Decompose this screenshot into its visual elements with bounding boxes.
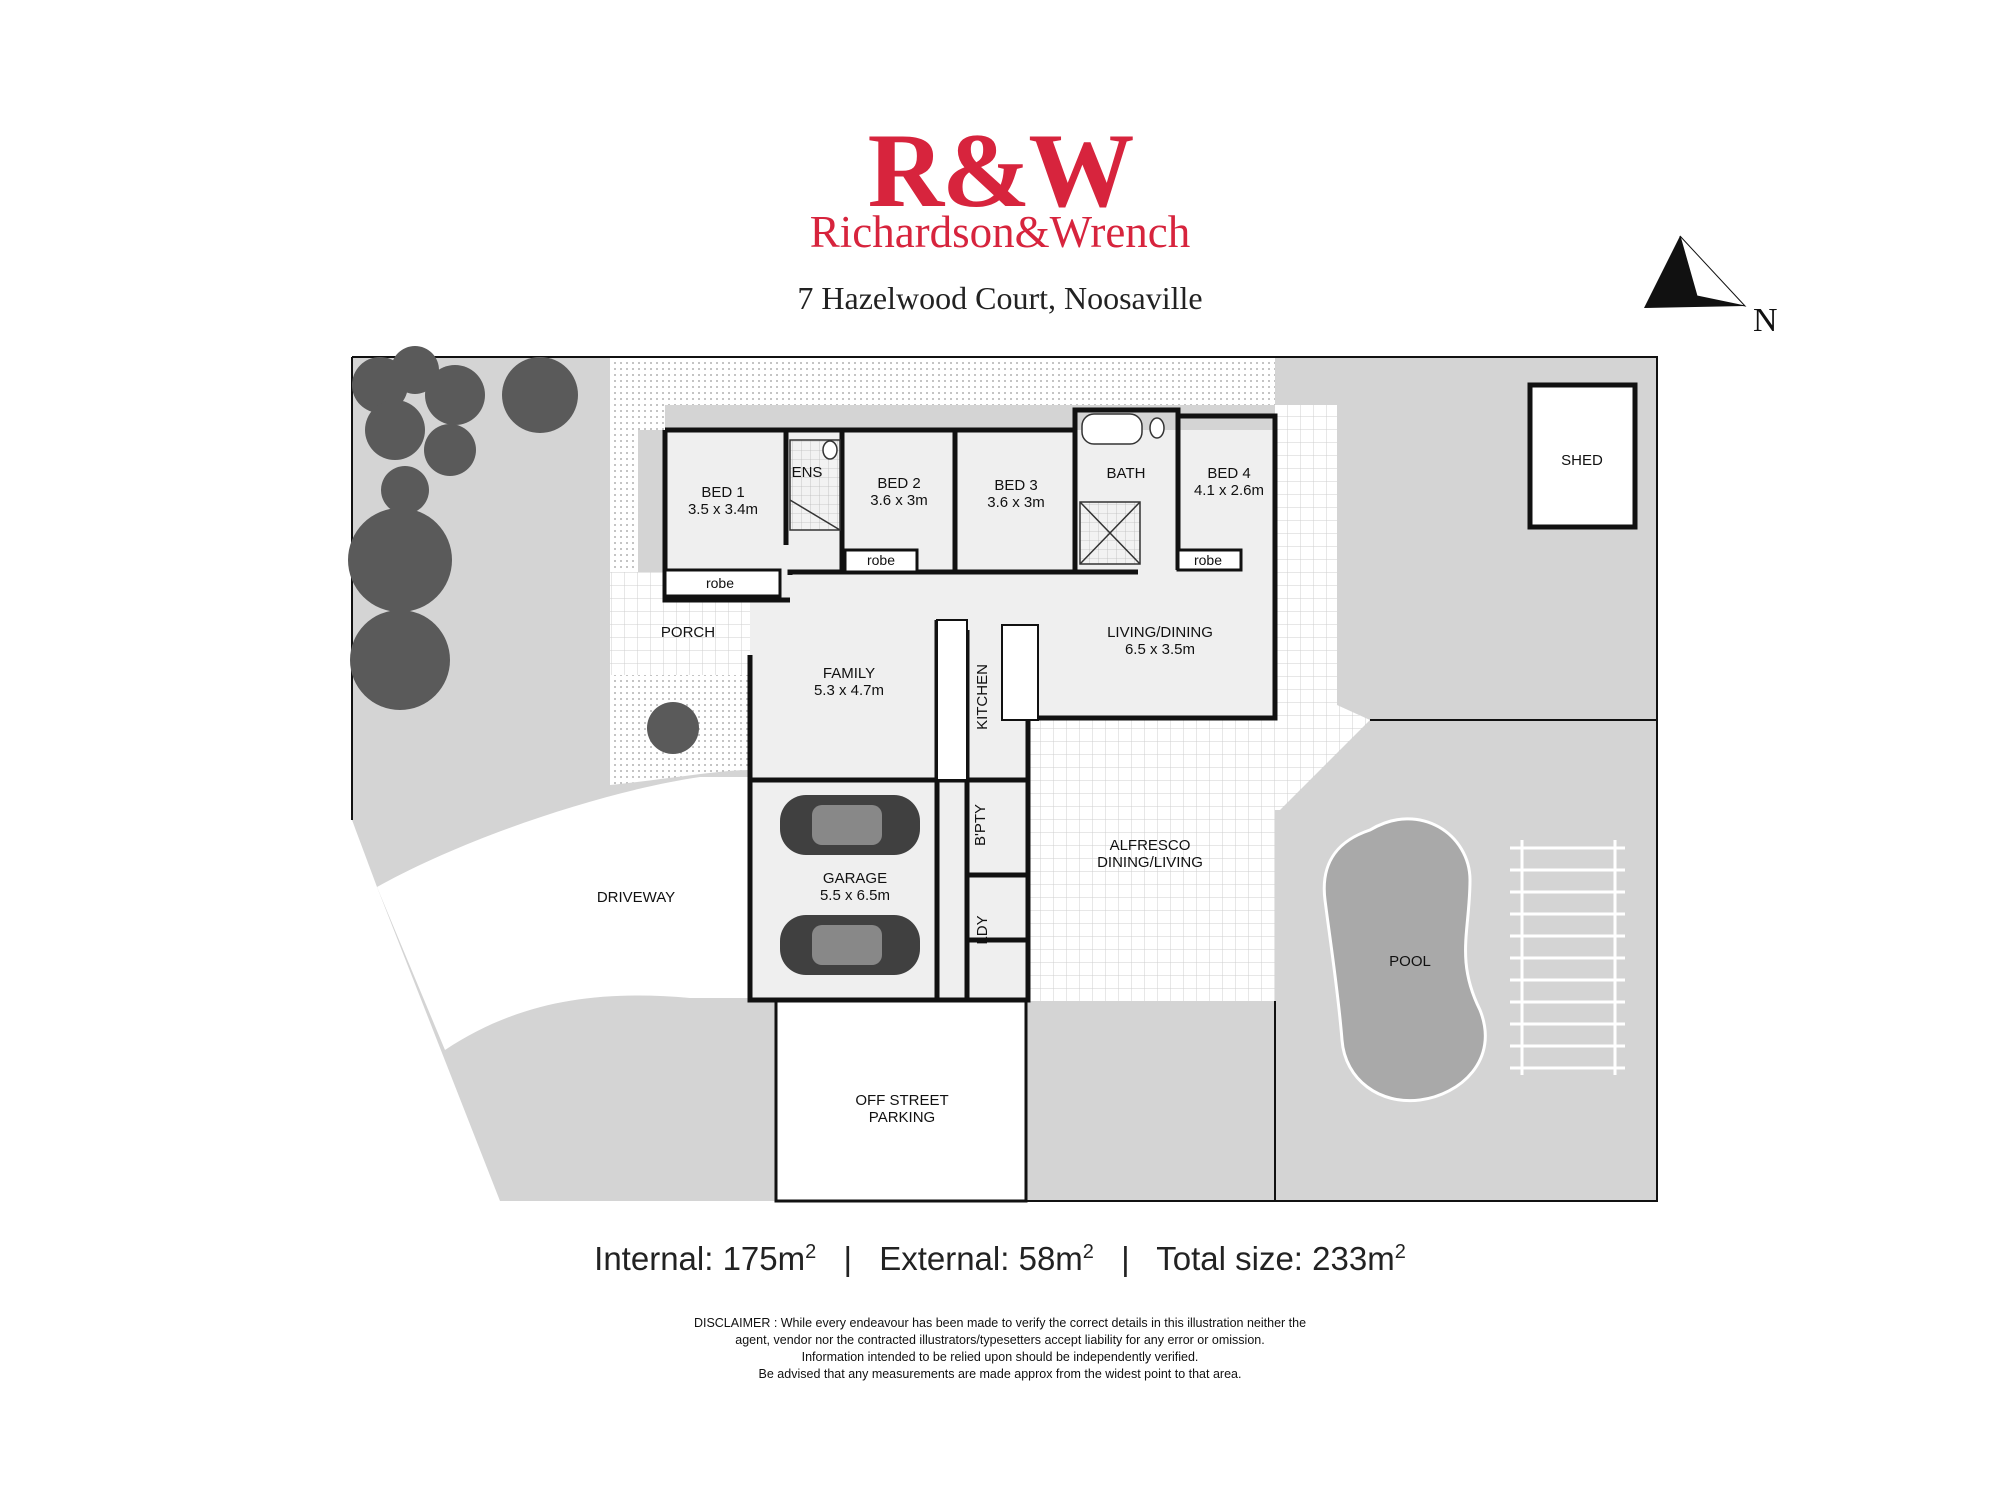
yard-boundaries xyxy=(351,356,1658,1202)
garden-path xyxy=(610,357,665,572)
pool-shape xyxy=(1322,817,1487,1103)
bathroom-fixtures xyxy=(789,413,1165,565)
disclaimer-line: DISCLAIMER : While every endeavour has b… xyxy=(693,1316,1307,1330)
shed xyxy=(1527,382,1638,530)
room-bed2-size: 3.6 x 3m xyxy=(870,492,928,509)
internal-area-label: Internal: xyxy=(594,1240,714,1277)
disclaimer-line: Information intended to be relied upon s… xyxy=(801,1350,1199,1364)
driveway-label: DRIVEWAY xyxy=(597,889,675,906)
pool-side-tiles xyxy=(1275,405,1337,715)
brand-name: Richardson&Wrench xyxy=(809,207,1191,257)
room-family-size: 5.3 x 4.7m xyxy=(814,682,884,699)
parking-label-line1: OFF STREET xyxy=(855,1092,948,1109)
disclaimer: DISCLAIMER : While every endeavour has b… xyxy=(0,1315,2000,1383)
kitchen-label: KITCHEN xyxy=(974,664,991,730)
external-area-label: External: xyxy=(879,1240,1010,1277)
alfresco-label-line2: DINING/LIVING xyxy=(1097,854,1203,871)
driveway-area xyxy=(377,777,750,1050)
disclaimer-line: agent, vendor nor the contracted illustr… xyxy=(735,1333,1265,1347)
external-area-unit: 2 xyxy=(1082,1241,1094,1263)
room-living-name: LIVING/DINING xyxy=(1107,624,1213,641)
ldy-label: LDY xyxy=(974,915,991,944)
room-garage-size: 5.5 x 6.5m xyxy=(820,887,890,904)
room-bath-name: BATH xyxy=(1107,465,1146,482)
brand-logo-mark: R&W xyxy=(867,112,1135,229)
internal-area-unit: 2 xyxy=(805,1241,817,1263)
garden-path-top xyxy=(665,357,1275,405)
north-arrow-icon xyxy=(1644,235,1747,308)
north-label: N xyxy=(1753,302,1778,339)
disclaimer-line: Be advised that any measurements are mad… xyxy=(758,1367,1242,1381)
porch-label: PORCH xyxy=(661,624,715,641)
shed-label: SHED xyxy=(1561,452,1603,469)
alfresco-area xyxy=(1028,718,1275,1001)
pool-label: POOL xyxy=(1389,953,1431,970)
room-bed2-name: BED 2 xyxy=(877,475,920,492)
area-summary: Internal: 175m2 | External: 58m2 | Total… xyxy=(0,1240,2000,1278)
pool-fence xyxy=(1510,840,1625,1075)
bpty-label: B'PTY xyxy=(972,804,989,846)
room-bed4-size: 4.1 x 2.6m xyxy=(1194,482,1264,499)
kitchen-bench xyxy=(936,619,1039,781)
area-separator: | xyxy=(1121,1240,1130,1277)
robe-outlines xyxy=(663,548,1243,598)
parking-label-line2: PARKING xyxy=(869,1109,935,1126)
total-area-label: Total size: xyxy=(1156,1240,1303,1277)
garden-beds xyxy=(348,346,699,754)
room-garage-name: GARAGE xyxy=(823,870,887,887)
car-icon xyxy=(780,795,920,975)
external-area-value: 58m xyxy=(1018,1240,1083,1277)
room-bed1-name: BED 1 xyxy=(701,484,744,501)
total-area-unit: 2 xyxy=(1394,1241,1406,1263)
house-floor xyxy=(665,430,1275,1000)
room-bed1-size: 3.5 x 3.4m xyxy=(688,501,758,518)
internal-area-value: 175m xyxy=(722,1240,806,1277)
total-area-value: 233m xyxy=(1312,1240,1395,1277)
robe-label-bed4: robe xyxy=(1194,552,1222,568)
room-bed4-name: BED 4 xyxy=(1207,465,1250,482)
alfresco-label-line1: ALFRESCO xyxy=(1110,837,1191,854)
room-bed3-size: 3.6 x 3m xyxy=(987,494,1045,511)
room-living-size: 6.5 x 3.5m xyxy=(1125,641,1195,658)
pool-connector-tiles xyxy=(1275,705,1370,810)
robe-label-bed2: robe xyxy=(867,552,895,568)
property-address: 7 Hazelwood Court, Noosaville xyxy=(797,280,1203,316)
area-separator: | xyxy=(843,1240,853,1277)
robe-label-bed1: robe xyxy=(706,575,734,591)
room-bed3-name: BED 3 xyxy=(994,477,1037,494)
room-ens-name: ENS xyxy=(792,464,823,481)
room-family-name: FAMILY xyxy=(823,665,875,682)
